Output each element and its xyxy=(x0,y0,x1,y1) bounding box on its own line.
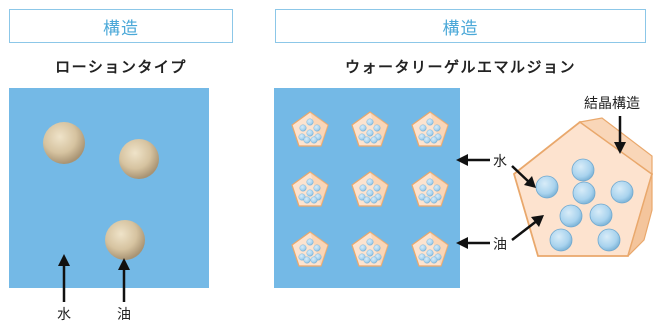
mini-crystal xyxy=(351,111,389,147)
oil-droplet xyxy=(119,139,159,179)
right-header: 構造 xyxy=(275,9,646,43)
oil-arrow-head-left xyxy=(118,258,130,270)
water-arrow-crystal xyxy=(511,165,531,184)
mini-crystal xyxy=(411,231,449,267)
mini-crystal xyxy=(351,171,389,207)
water-arrow-head-left xyxy=(58,254,70,266)
mini-crystal xyxy=(411,171,449,207)
oil-droplet xyxy=(43,122,85,164)
left-header: 構造 xyxy=(9,9,233,43)
lotion-oil-label: 油 xyxy=(117,307,131,323)
left-subtitle: ローションタイプ xyxy=(55,58,187,76)
lotion-water-panel xyxy=(9,88,209,288)
oil-droplet xyxy=(105,220,145,260)
mini-crystal xyxy=(291,171,329,207)
water-arrow-crystal-head xyxy=(524,176,536,188)
water-arrow-grid-head xyxy=(456,154,468,166)
mini-crystal xyxy=(411,111,449,147)
crystal-arrow-head xyxy=(614,142,626,154)
gel-oil-label: 油 xyxy=(493,237,507,253)
right-subtitle: ウォータリーゲルエマルジョン xyxy=(344,58,576,76)
gel-water-label: 水 xyxy=(493,154,507,170)
mini-crystal xyxy=(291,111,329,147)
oil-arrow-grid-head xyxy=(456,237,468,249)
mini-crystal xyxy=(291,231,329,267)
crystal-structure-label: 結晶構造 xyxy=(584,96,640,112)
mini-crystal xyxy=(351,231,389,267)
lotion-water-label: 水 xyxy=(57,307,71,323)
oil-arrow-crystal xyxy=(511,219,539,241)
oil-arrow-crystal-head xyxy=(531,215,544,227)
